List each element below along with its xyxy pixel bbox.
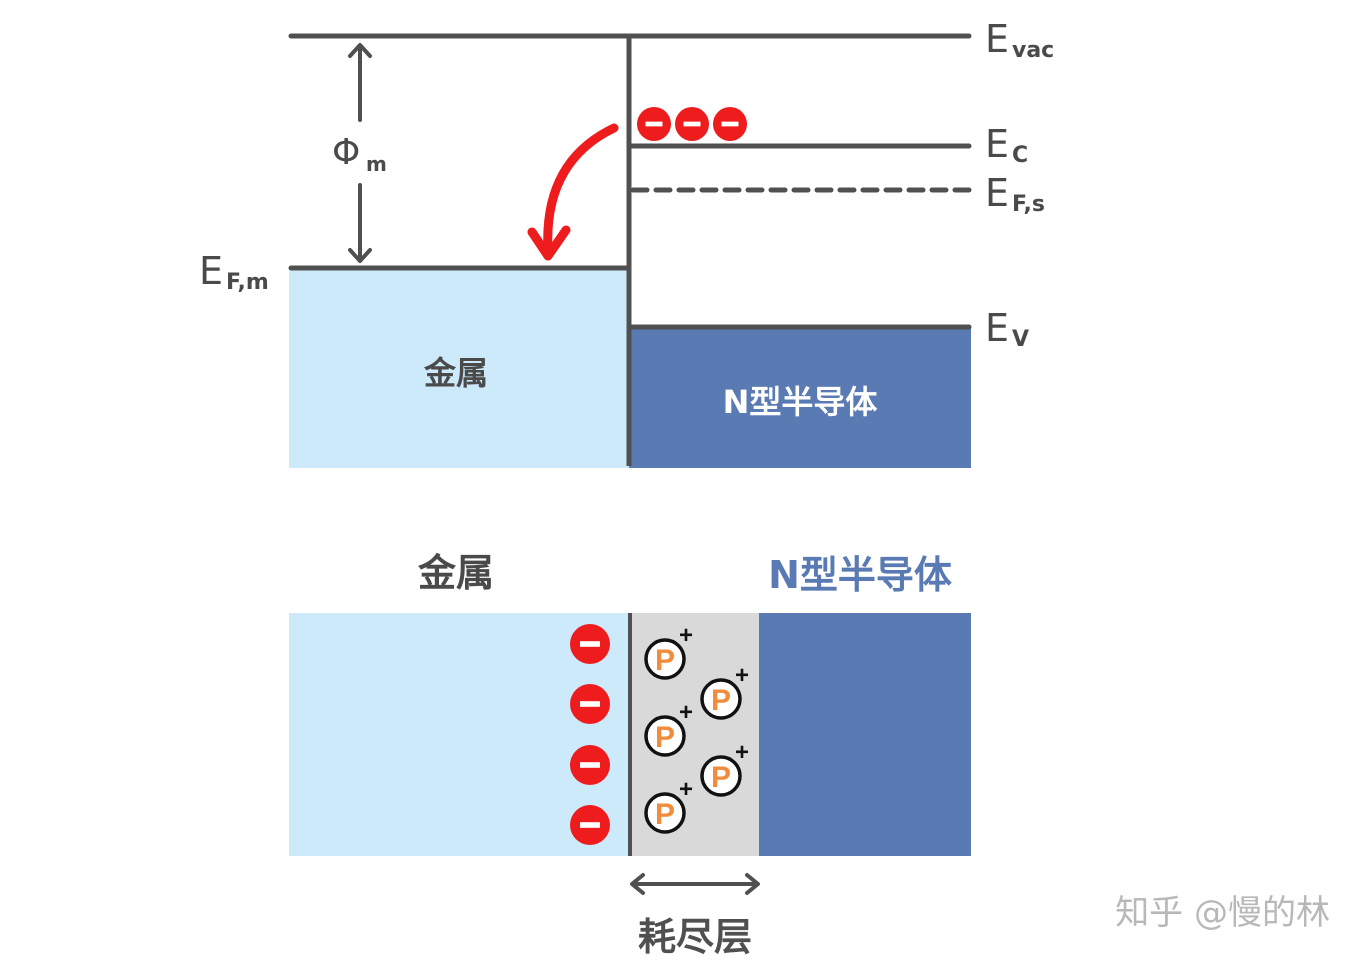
metal-fermi-label: E [199, 249, 223, 293]
semiconductor-region-bottom [759, 613, 971, 856]
electron-transfer-arrow [527, 123, 619, 261]
donor-ion-icon: P+ [644, 622, 693, 680]
semiconductor-fermi-label: E [985, 171, 1009, 215]
depletion-width-arrow [630, 873, 760, 895]
conduction-electrons [637, 107, 747, 141]
donor-label: P [655, 721, 675, 754]
donor-label: P [711, 761, 731, 794]
electron-icon [570, 745, 610, 785]
metal-label-bottom: 金属 [417, 551, 494, 595]
positive-charge-icon: + [679, 622, 693, 649]
donor-ion-icon: P+ [700, 739, 749, 797]
semiconductor-label-top: N型半导体 [723, 383, 878, 421]
positive-charge-icon: + [679, 699, 693, 726]
donor-ion-icon: P+ [644, 699, 693, 757]
depletion-layer-label: 耗尽层 [638, 915, 752, 959]
electron-icon [675, 107, 709, 141]
metal-fermi-subscript: F,m [226, 270, 269, 295]
donor-ions: P+P+P+P+P+ [644, 622, 749, 834]
valence-band-subscript: V [1012, 327, 1029, 352]
donor-ion-icon: P+ [700, 662, 749, 720]
donor-ion-icon: P+ [644, 776, 693, 834]
conduction-band-label: E [985, 122, 1009, 166]
electron-icon [570, 624, 610, 664]
electron-icon [570, 805, 610, 845]
valence-band-label: E [985, 306, 1009, 350]
positive-charge-icon: + [735, 739, 749, 766]
top-band-diagram: Φ m E vac E C E F,s E V E F,m 金属 N型半导体 [199, 17, 1054, 468]
metal-label-top: 金属 [423, 354, 488, 392]
positive-charge-icon: + [679, 776, 693, 803]
work-function-subscript: m [366, 152, 387, 176]
semiconductor-fermi-subscript: F,s [1012, 192, 1045, 217]
electron-icon [570, 684, 610, 724]
bottom-junction-diagram: 金属 N型半导体 P+P+P+P+P+ 耗尽层 [289, 551, 971, 959]
work-function-symbol: Φ [332, 132, 360, 173]
donor-label: P [711, 684, 731, 717]
positive-charge-icon: + [735, 662, 749, 689]
metal-region-top [289, 269, 629, 468]
work-function-arrow [348, 43, 372, 263]
vacuum-level-label: E [985, 17, 1009, 61]
semiconductor-region-top [629, 327, 971, 468]
watermark: 知乎 @慢的林 [1115, 893, 1330, 933]
donor-label: P [655, 798, 675, 831]
vacuum-level-subscript: vac [1012, 38, 1054, 63]
semiconductor-label-bottom: N型半导体 [768, 553, 952, 597]
electron-icon [713, 107, 747, 141]
conduction-band-subscript: C [1012, 143, 1028, 168]
donor-label: P [655, 644, 675, 677]
electron-icon [637, 107, 671, 141]
interface-electrons [570, 624, 610, 845]
